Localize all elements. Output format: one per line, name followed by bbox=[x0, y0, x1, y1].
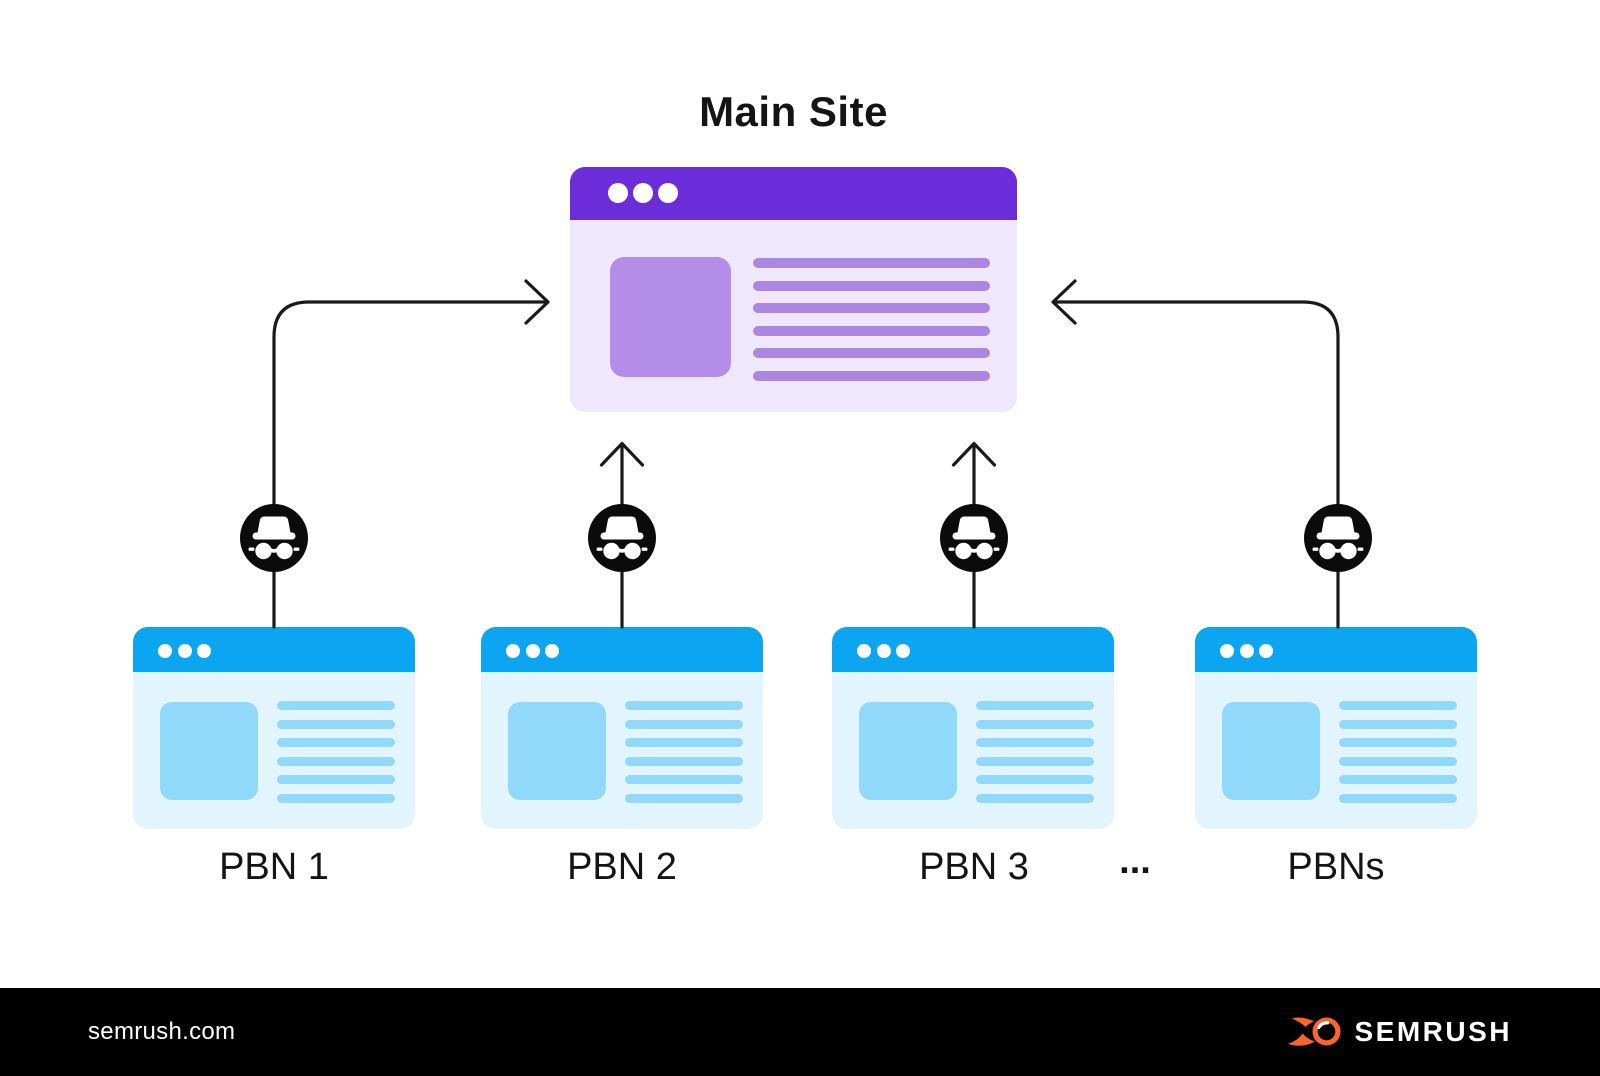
text-placeholder-stripe bbox=[753, 280, 990, 291]
text-placeholder-stripe bbox=[277, 793, 395, 803]
text-placeholder-stripe bbox=[753, 348, 990, 359]
browser-body bbox=[1195, 672, 1477, 829]
text-placeholder-stripe bbox=[277, 756, 395, 766]
text-placeholder-stripe bbox=[976, 793, 1094, 803]
window-dots-icon bbox=[1220, 644, 1273, 658]
text-placeholder-stripe bbox=[753, 370, 990, 381]
image-placeholder bbox=[1222, 702, 1320, 800]
main-site-title: Main Site bbox=[699, 88, 888, 135]
text-placeholder-lines bbox=[1339, 701, 1457, 803]
pbns-card bbox=[1195, 627, 1477, 829]
incognito-icon bbox=[940, 504, 1008, 572]
text-placeholder-stripe bbox=[753, 303, 990, 314]
image-placeholder bbox=[610, 257, 731, 377]
text-placeholder-lines bbox=[976, 701, 1094, 803]
browser-body bbox=[481, 672, 763, 829]
text-placeholder-stripe bbox=[1339, 719, 1457, 729]
browser-header bbox=[570, 167, 1017, 220]
incognito-icon bbox=[240, 504, 308, 572]
pbn-3-label: PBN 3 bbox=[919, 846, 1029, 888]
arrowhead-up-icon bbox=[951, 441, 997, 467]
text-placeholder-stripe bbox=[625, 738, 743, 748]
text-placeholder-stripe bbox=[277, 738, 395, 748]
text-placeholder-stripe bbox=[277, 775, 395, 785]
window-dots-icon bbox=[608, 183, 678, 203]
text-placeholder-stripe bbox=[625, 775, 743, 785]
window-dots-icon bbox=[506, 644, 559, 658]
text-placeholder-stripe bbox=[625, 701, 743, 710]
text-placeholder-stripe bbox=[753, 325, 990, 336]
text-placeholder-stripe bbox=[1339, 738, 1457, 748]
text-placeholder-stripe bbox=[753, 258, 990, 268]
image-placeholder bbox=[160, 702, 258, 800]
text-placeholder-lines bbox=[625, 701, 743, 803]
pbns-label: PBNs bbox=[1287, 846, 1385, 888]
incognito-icon bbox=[1304, 504, 1372, 572]
text-placeholder-stripe bbox=[976, 775, 1094, 785]
browser-body bbox=[133, 672, 415, 829]
pbn-3-card bbox=[832, 627, 1114, 829]
footer-url: semrush.com bbox=[88, 1018, 236, 1045]
arrow-pbns-to-main bbox=[1053, 300, 1340, 629]
browser-header bbox=[832, 627, 1114, 672]
pbn-2-card bbox=[481, 627, 763, 829]
text-placeholder-stripe bbox=[1339, 775, 1457, 785]
pbn-1-label: PBN 1 bbox=[219, 846, 329, 888]
pbn-1-card bbox=[133, 627, 415, 829]
browser-header bbox=[133, 627, 415, 672]
image-placeholder bbox=[508, 702, 606, 800]
semrush-brand-text: SEMRUSH bbox=[1354, 1016, 1512, 1047]
text-placeholder-stripe bbox=[976, 738, 1094, 748]
text-placeholder-stripe bbox=[1339, 701, 1457, 710]
browser-header bbox=[1195, 627, 1477, 672]
arrow-pbn1-to-main bbox=[272, 300, 548, 629]
browser-body bbox=[570, 220, 1017, 412]
text-placeholder-stripe bbox=[1339, 756, 1457, 766]
window-dots-icon bbox=[857, 644, 910, 658]
text-placeholder-stripe bbox=[625, 756, 743, 766]
main-site-card bbox=[570, 167, 1017, 412]
text-placeholder-stripe bbox=[625, 793, 743, 803]
text-placeholder-stripe bbox=[1339, 793, 1457, 803]
more-pbns-ellipsis: ... bbox=[1119, 840, 1151, 882]
text-placeholder-stripe bbox=[625, 719, 743, 729]
image-placeholder bbox=[859, 702, 957, 800]
footer-bar: semrush.com SEMRUSH bbox=[0, 988, 1600, 1076]
text-placeholder-stripe bbox=[976, 701, 1094, 710]
text-placeholder-stripe bbox=[277, 701, 395, 710]
text-placeholder-stripe bbox=[976, 756, 1094, 766]
text-placeholder-lines bbox=[277, 701, 395, 803]
pbn-2-label: PBN 2 bbox=[567, 846, 677, 888]
incognito-icon bbox=[588, 504, 656, 572]
semrush-brand: SEMRUSH bbox=[1287, 1014, 1512, 1050]
text-placeholder-stripe bbox=[976, 719, 1094, 729]
text-placeholder-lines bbox=[753, 258, 990, 381]
arrowhead-up-icon bbox=[599, 441, 645, 467]
browser-header bbox=[481, 627, 763, 672]
arrowhead-left-icon bbox=[1051, 279, 1077, 325]
window-dots-icon bbox=[158, 644, 211, 658]
semrush-logo-icon bbox=[1288, 1017, 1341, 1046]
browser-body bbox=[832, 672, 1114, 829]
text-placeholder-stripe bbox=[277, 719, 395, 729]
arrowhead-right-icon bbox=[524, 279, 550, 325]
